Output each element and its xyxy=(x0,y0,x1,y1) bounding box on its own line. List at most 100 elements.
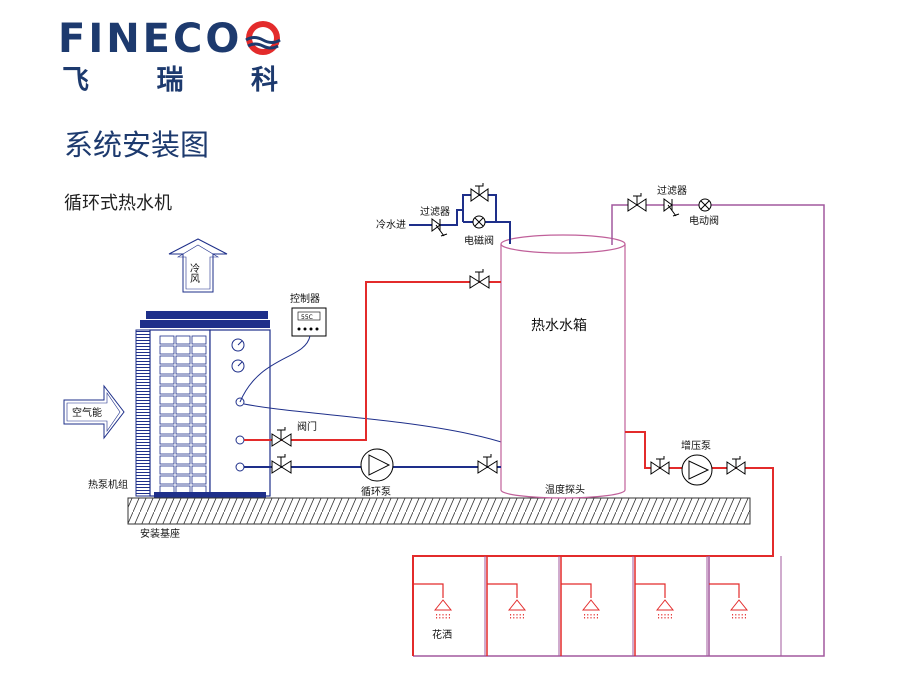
coil-cell xyxy=(159,475,175,485)
cold-water-inlet-label: 冷水进 xyxy=(376,218,406,231)
coil-cell xyxy=(175,445,191,455)
shower-head-icon xyxy=(507,599,527,620)
coil-cell xyxy=(175,385,191,395)
coil-cell xyxy=(191,395,207,405)
coil-cell xyxy=(159,425,175,435)
coil-cell xyxy=(175,425,191,435)
sun-wave-icon xyxy=(245,21,281,55)
coil-cell xyxy=(159,355,175,365)
unit-fan-top xyxy=(146,311,268,319)
coil-cell xyxy=(159,385,175,395)
coil-cell xyxy=(191,375,207,385)
valve-icon xyxy=(271,454,292,474)
coil-cell xyxy=(159,415,175,425)
install-base xyxy=(127,497,751,525)
booster-pump-label: 增压泵 xyxy=(681,439,711,452)
motorized-valve-label: 电动阀 xyxy=(689,214,719,227)
coil-cell xyxy=(175,475,191,485)
controller-display: 55C xyxy=(301,314,313,321)
coil-cell xyxy=(175,455,191,465)
circulation-pump-icon xyxy=(360,448,394,482)
shower-head-icon xyxy=(433,599,453,620)
coil-cell xyxy=(159,335,175,345)
hot-water-tank-label: 热水水箱 xyxy=(531,318,587,334)
valve-icon xyxy=(650,456,670,475)
coil-cell xyxy=(175,335,191,345)
booster-supply-pipe xyxy=(412,431,774,656)
shower-label: 花洒 xyxy=(432,628,452,641)
heat-pump-unit xyxy=(135,311,271,498)
coil-cell xyxy=(191,335,207,345)
coil-cell xyxy=(159,405,175,415)
install-base-label: 安装基座 xyxy=(140,527,180,540)
coil-cell xyxy=(159,435,175,445)
circulation-pump-label: 循环泵 xyxy=(361,485,391,498)
brand-name-cn: 飞瑞科 xyxy=(62,65,278,96)
coil-cell xyxy=(191,385,207,395)
valve-icon xyxy=(469,269,490,289)
coil-cell xyxy=(175,375,191,385)
coil-cell xyxy=(159,465,175,475)
coil-cell xyxy=(159,455,175,465)
coil-cell xyxy=(159,345,175,355)
valve-label: 阀门 xyxy=(297,420,317,433)
cold-wind-label: 冷风 xyxy=(188,262,200,284)
coil-cell xyxy=(191,355,207,365)
solenoid-valve-icon xyxy=(472,215,486,229)
air-energy-arrow xyxy=(63,384,125,440)
coil-cell xyxy=(159,375,175,385)
coil-cell xyxy=(191,435,207,445)
hot-supply-pipe xyxy=(244,281,501,441)
coil-cell xyxy=(175,395,191,405)
return-filter-label: 过滤器 xyxy=(657,184,687,197)
coil-cell xyxy=(159,365,175,375)
shower-branch xyxy=(709,583,740,598)
booster-pump-icon xyxy=(681,454,713,486)
coil-cell xyxy=(191,425,207,435)
coil-cell xyxy=(191,475,207,485)
heat-pump-unit-label: 热泵机组 xyxy=(88,478,128,491)
coil-cell xyxy=(191,345,207,355)
showers xyxy=(433,599,749,620)
motorized-valve-icon xyxy=(698,198,712,212)
valve-icon xyxy=(470,183,489,202)
cold-inlet-pipe xyxy=(409,194,511,244)
shower-branches xyxy=(413,556,782,656)
brand-logo: FINECO 飞瑞科 xyxy=(58,16,281,96)
coil-cell xyxy=(159,395,175,405)
coil-cell xyxy=(191,455,207,465)
temp-probe-label: 温度探头 xyxy=(545,483,585,496)
solenoid-valve-label: 电磁阀 xyxy=(464,234,494,247)
page-title: 系统安装图 xyxy=(64,128,209,162)
shower-head-icon xyxy=(581,599,601,620)
inlet-port-icon xyxy=(235,462,245,472)
shower-branch xyxy=(487,583,518,598)
coil-cell xyxy=(191,465,207,475)
brand-name-en: FINECO xyxy=(58,16,242,62)
inlet-filter-label: 过滤器 xyxy=(420,205,450,218)
coil-cell xyxy=(175,345,191,355)
shower-head-icon xyxy=(729,599,749,620)
controller-cable xyxy=(239,335,311,403)
coil-cell xyxy=(175,435,191,445)
gauge-icon xyxy=(231,338,245,352)
valve-icon xyxy=(726,456,746,475)
return-pipe xyxy=(413,204,825,657)
coil-cell xyxy=(191,415,207,425)
return-filter-icon xyxy=(663,198,680,217)
coil-cell xyxy=(175,465,191,475)
coil-cell xyxy=(175,365,191,375)
coil-cell xyxy=(159,445,175,455)
coil-cell xyxy=(191,365,207,375)
coil-cell xyxy=(175,355,191,365)
hot-water-tank xyxy=(500,234,626,499)
air-energy-label: 空气能 xyxy=(72,406,102,419)
cold-wind-arrow xyxy=(168,238,228,293)
coil-cell xyxy=(175,415,191,425)
shower-branch xyxy=(413,583,444,598)
shower-branch xyxy=(635,583,666,598)
coil-cell xyxy=(175,405,191,415)
controller: 55C xyxy=(291,307,327,337)
coil-grid xyxy=(159,335,207,495)
